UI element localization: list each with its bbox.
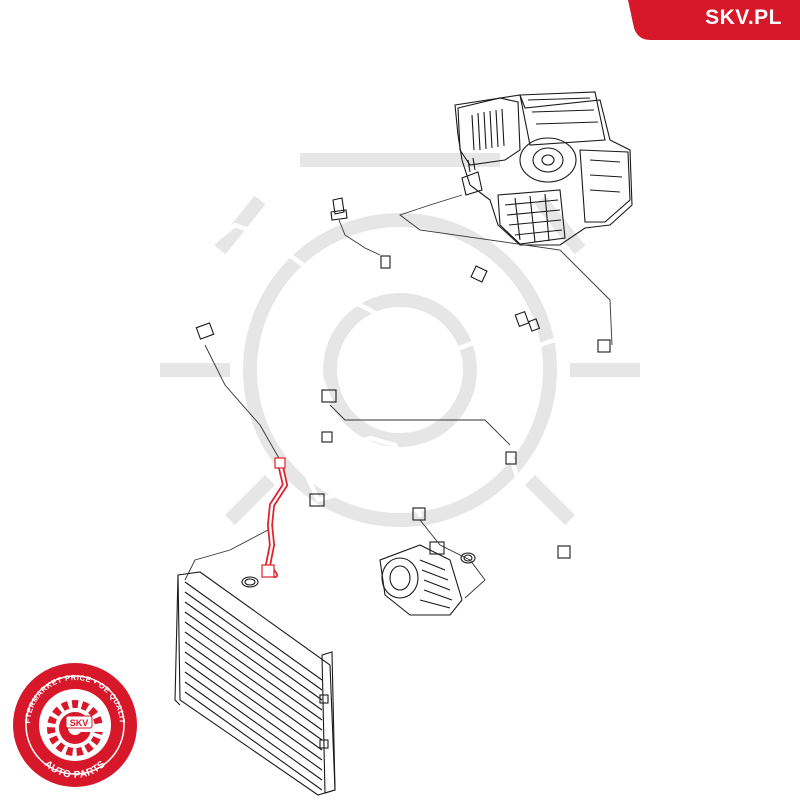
mid-leaders [204,344,511,461]
skv-seal: SKV AFTERMARKET PRICE • OE QUALITY AUTO … [0,0,137,787]
seal-badge: SKV [70,718,89,728]
hvac-leaders [399,194,613,346]
seal-ring-text: AFTERMARKET PRICE • OE QUALITY [0,0,127,724]
o-rings [241,552,476,588]
svg-text:AFTERMARKET PRICE • OE QUALITY: AFTERMARKET PRICE • OE QUALITY [0,0,127,724]
upper-hose-mid [302,297,611,403]
brand-tab [628,0,800,40]
highlighted-pipe [261,457,288,578]
upper-hose-long [182,222,488,343]
lower-hose-right [505,451,583,583]
hvac-unit [454,91,633,246]
lower-hose-left [305,431,426,521]
compressor [379,541,463,616]
lower-leaders [184,519,486,599]
service-port [330,197,381,256]
watermark-gear [160,153,640,527]
condenser [174,571,336,796]
brand-site-label: SKV.PL [705,6,782,29]
